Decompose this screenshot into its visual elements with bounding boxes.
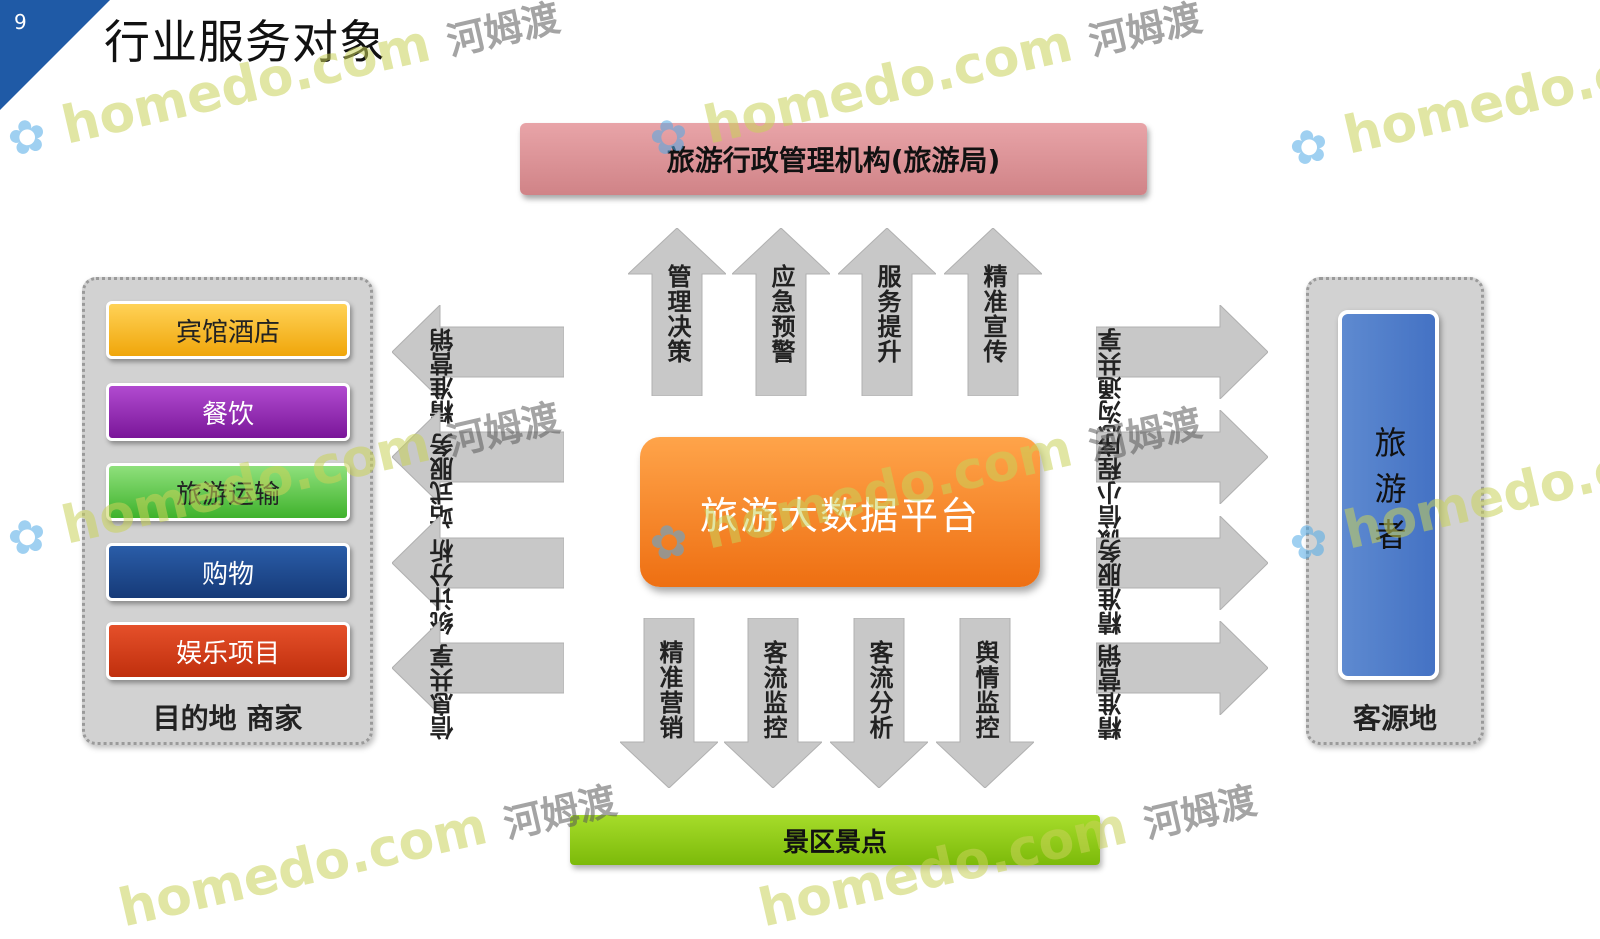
up-arrow-2: 应急预警 [732,228,830,396]
up-arrow-1-label: 管理决策 [663,264,691,364]
merchant-shopping: 购物 [106,543,350,601]
up-arrow-4-label: 精准宣传 [979,264,1007,364]
watermark: ✿ homedo.com [1284,23,1600,178]
right-arrow-1: 信息沟通共享 [1096,305,1268,472]
up-arrow-3-label: 服务提升 [873,264,901,364]
left-arrow-2: 一站式服务 [392,410,564,553]
right-arrow-3: 精准服务 [1096,516,1268,635]
watermark: homedo.com 河姆渡 [113,778,621,939]
right-arrow-4: 精准营销 [1096,621,1268,740]
watermark-flower-icon: ✿ [1284,115,1334,178]
merchant-dining: 餐饮 [106,383,350,441]
down-arrow-2: 客流监控 [724,618,822,788]
merchant-entertainment: 娱乐项目 [106,622,350,680]
slide-number: 9 [14,10,27,34]
merchant-transport: 旅游运输 [106,463,350,521]
down-arrow-1-label: 精准营销 [655,640,683,740]
down-arrow-4-label: 舆情监控 [971,640,999,740]
tourist-label: 旅游者 [1369,426,1408,564]
page-title: 行业服务对象 [104,15,386,69]
down-arrow-2-label: 客流监控 [759,640,787,740]
scenic-spots-box: 景区景点 [570,815,1100,865]
left-arrow-3: 统计分析 [392,516,564,635]
destination-merchants-label: 目的地 商家 [152,702,303,735]
tourist-box: 旅游者 [1338,310,1439,680]
tourism-bureau-box: 旅游行政管理机构(旅游局) [520,123,1147,195]
left-arrow-4-label: 信息共享 [430,644,458,740]
up-arrow-1: 管理决策 [628,228,726,396]
right-arrow-4-label: 精准营销 [1098,644,1126,740]
down-arrow-1: 精准营销 [620,618,718,788]
down-arrow-4: 舆情监控 [936,618,1034,788]
up-arrow-4: 精准宣传 [944,228,1042,396]
watermark-flower-icon: ✿ [2,505,52,568]
left-arrow-1: 精准营销 [392,305,564,424]
down-arrow-3-label: 客流分析 [865,640,893,740]
left-arrow-4: 信息共享 [392,621,564,740]
header-corner-triangle [0,0,110,110]
watermark-flower-icon: ✿ [2,105,52,168]
tourist-source-label: 客源地 [1352,702,1437,735]
merchant-hotel: 宾馆酒店 [106,301,350,359]
big-data-platform: 旅游大数据平台 [640,437,1040,587]
down-arrow-3: 客流分析 [830,618,928,788]
right-arrow-2: 微信小程序 [1096,410,1268,553]
up-arrow-3: 服务提升 [838,228,936,396]
up-arrow-2-label: 应急预警 [767,264,795,364]
